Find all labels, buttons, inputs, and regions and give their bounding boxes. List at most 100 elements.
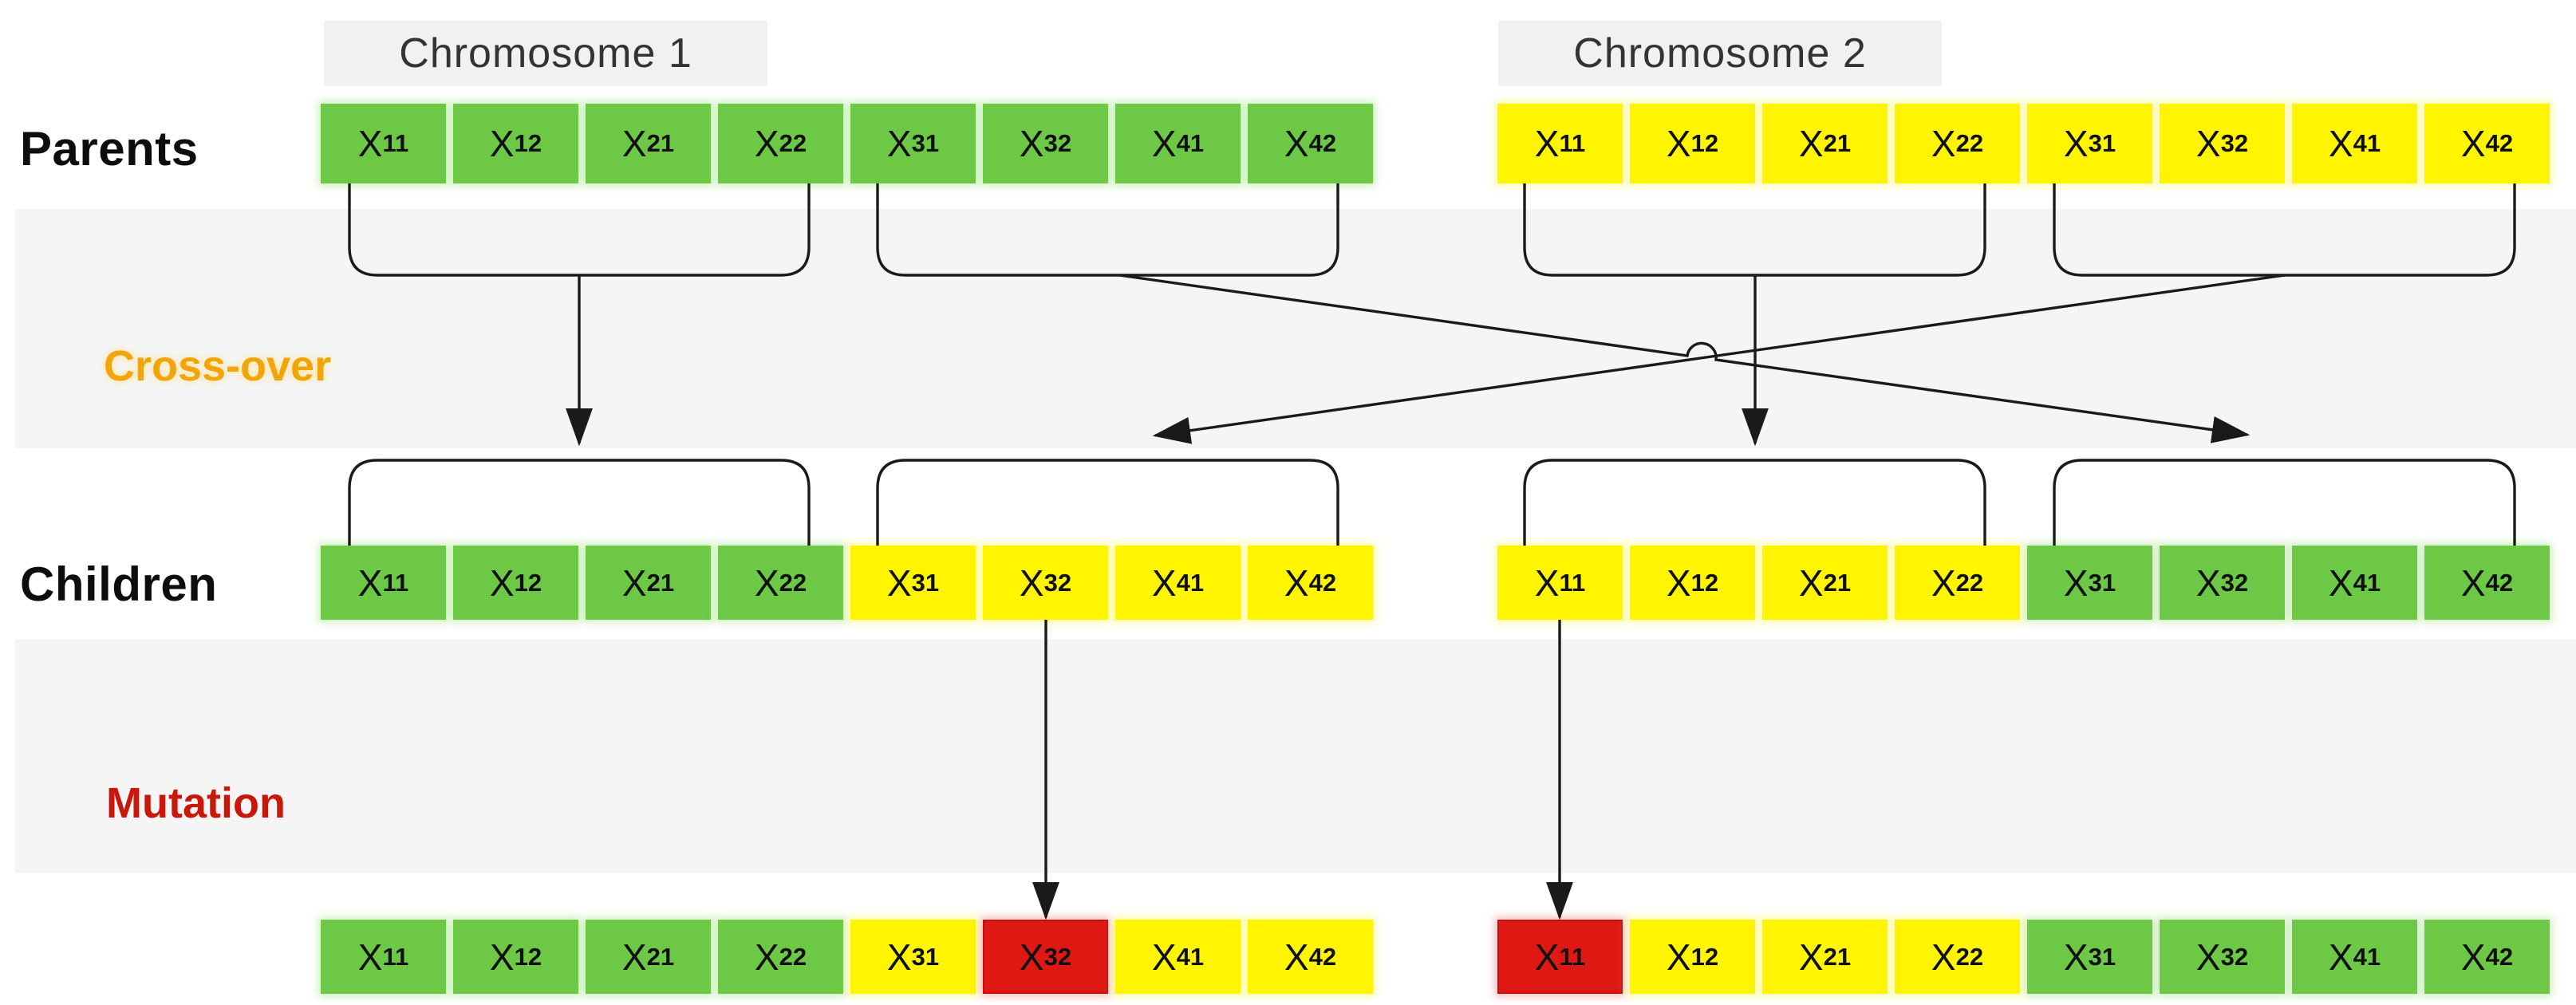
bracket-child1-first-half (348, 459, 811, 546)
gene-symbol: X (1931, 123, 1956, 164)
bracket-child2-first-half (1523, 459, 1986, 546)
gene-symbol: X (1798, 123, 1824, 164)
gene-symbol: X (1931, 936, 1956, 978)
gene-symbol: X (357, 123, 383, 164)
gene-symbol: X (754, 936, 779, 978)
gene-symbol: X (1019, 123, 1044, 164)
gene-symbol: X (1019, 936, 1044, 978)
gene-symbol: X (621, 562, 647, 604)
gene-symbol: X (1666, 123, 1691, 164)
gene-symbol: X (2195, 123, 2221, 164)
gene-symbol: X (621, 936, 647, 978)
gene-symbol: X (1534, 562, 1560, 604)
gene-symbol: X (1666, 562, 1691, 604)
chromosome-2-label: Chromosome 2 (1498, 21, 1942, 86)
gene-symbol: X (886, 562, 912, 604)
gene-symbol: X (1151, 562, 1177, 604)
gene-symbol: X (489, 123, 515, 164)
chromosome-1-label-text: Chromosome 1 (399, 30, 692, 77)
gene-symbol: X (886, 936, 912, 978)
gene-symbol: X (2328, 562, 2353, 604)
crossover-stage-label: Cross-over (104, 342, 332, 390)
chromosome-2-label-text: Chromosome 2 (1573, 30, 1867, 77)
gene-symbol: X (621, 123, 647, 164)
gene-symbol: X (357, 936, 383, 978)
mutation-stage-band (14, 639, 2576, 873)
gene-symbol: X (1534, 123, 1560, 164)
gene-symbol: X (1284, 123, 1309, 164)
gene-symbol: X (2460, 123, 2486, 164)
gene-symbol: X (357, 562, 383, 604)
gene-symbol: X (2063, 562, 2089, 604)
crossover-stage-band (14, 209, 2576, 448)
gene-symbol: X (2195, 562, 2221, 604)
gene-symbol: X (2195, 936, 2221, 978)
gene-symbol: X (1931, 562, 1956, 604)
gene-symbol: X (1151, 123, 1177, 164)
gene-symbol: X (1666, 936, 1691, 978)
mutation-stage-label: Mutation (106, 779, 286, 827)
gene-symbol: X (1019, 562, 1044, 604)
bracket-child1-second-half (876, 459, 1339, 546)
gene-symbol: X (2460, 936, 2486, 978)
gene-symbol: X (886, 123, 912, 164)
gene-symbol: X (1284, 936, 1309, 978)
gene-symbol: X (2063, 123, 2089, 164)
gene-symbol: X (2328, 123, 2353, 164)
gene-symbol: X (1798, 936, 1824, 978)
chromosome-1-label: Chromosome 1 (324, 21, 767, 86)
gene-symbol: X (1798, 562, 1824, 604)
gene-symbol: X (754, 123, 779, 164)
bracket-child2-second-half (2053, 459, 2516, 546)
gene-symbol: X (489, 936, 515, 978)
